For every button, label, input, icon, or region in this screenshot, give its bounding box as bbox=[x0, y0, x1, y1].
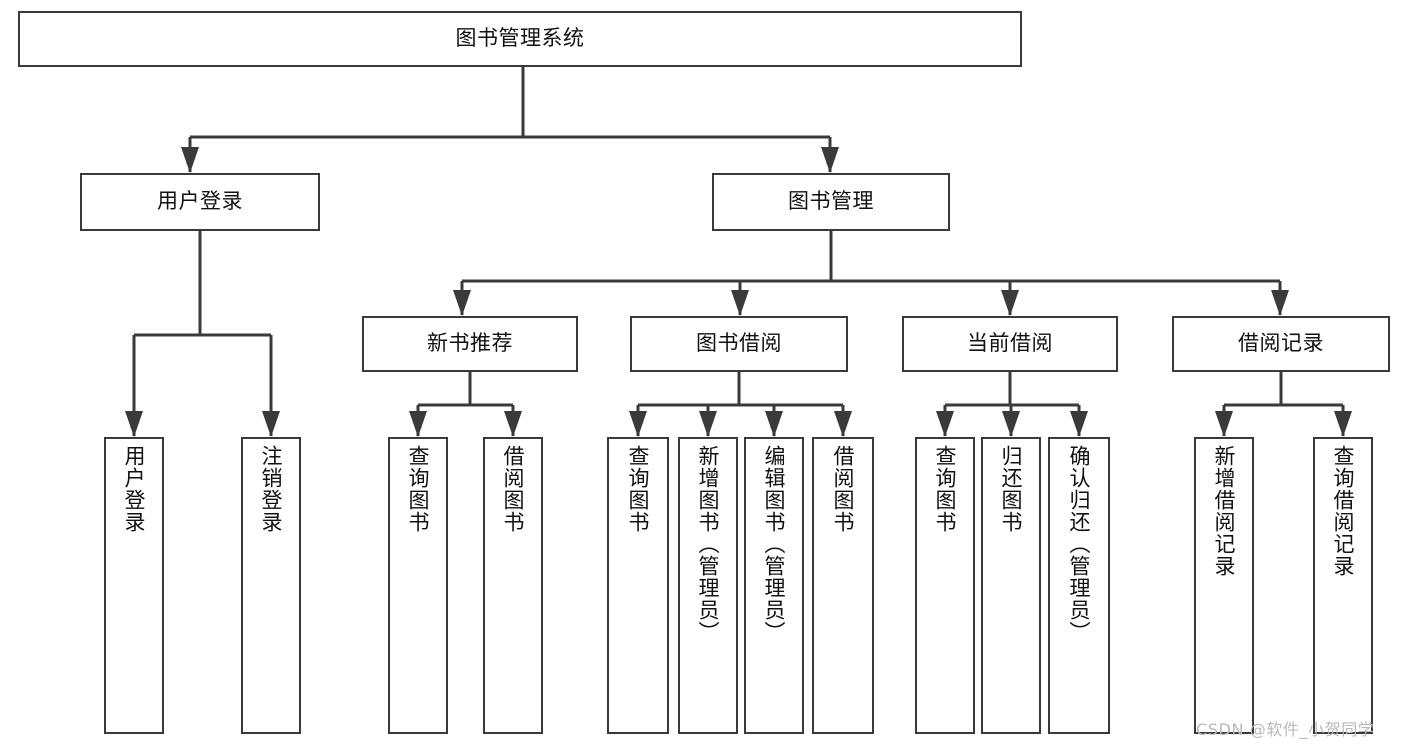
node-label: 查询借阅记录 bbox=[1331, 445, 1356, 577]
connector-arrowhead bbox=[936, 411, 954, 437]
connector-arrowhead bbox=[1070, 411, 1088, 437]
node-leaf-borrow-book-recommend[interactable]: 借阅图书 bbox=[483, 437, 543, 734]
connector-arrowhead bbox=[1002, 411, 1020, 437]
connector-arrowhead bbox=[504, 411, 522, 437]
connector-arrowhead bbox=[699, 411, 717, 437]
node-user-login[interactable]: 用户登录 bbox=[80, 173, 320, 231]
node-label: 查询图书 bbox=[406, 445, 431, 533]
node-label: 新增借阅记录 bbox=[1212, 445, 1237, 577]
node-label: 借阅图书 bbox=[831, 445, 856, 533]
connector-arrowhead bbox=[821, 147, 839, 173]
connector-arrowhead bbox=[1001, 290, 1019, 316]
node-label: 当前借阅 bbox=[967, 331, 1053, 356]
node-leaf-user-login[interactable]: 用户登录 bbox=[104, 437, 164, 734]
node-book-manage[interactable]: 图书管理 bbox=[712, 173, 950, 231]
connector-arrowhead bbox=[181, 147, 199, 173]
node-label: 新增图书（管理员） bbox=[696, 445, 721, 643]
node-new-book-recommend[interactable]: 新书推荐 bbox=[362, 316, 578, 372]
node-label: 确认归还（管理员） bbox=[1067, 445, 1092, 643]
node-leaf-query-book-recommend[interactable]: 查询图书 bbox=[388, 437, 448, 734]
node-leaf-confirm-return-admin[interactable]: 确认归还（管理员） bbox=[1048, 437, 1110, 734]
node-label: 用户登录 bbox=[157, 189, 243, 214]
node-leaf-return-book[interactable]: 归还图书 bbox=[981, 437, 1041, 734]
node-label: 查询图书 bbox=[626, 445, 651, 533]
node-label: 用户登录 bbox=[122, 445, 147, 533]
connector-arrowhead bbox=[629, 411, 647, 437]
node-label: 借阅图书 bbox=[501, 445, 526, 533]
node-label: 图书管理系统 bbox=[455, 26, 585, 51]
connector-arrowhead bbox=[409, 411, 427, 437]
connector-arrowhead bbox=[731, 290, 749, 316]
node-leaf-borrow-book[interactable]: 借阅图书 bbox=[812, 437, 874, 734]
connector-arrowhead bbox=[1271, 290, 1289, 316]
csdn-watermark: CSDN @软件_小贺同学 bbox=[1196, 720, 1375, 739]
node-label: 注销登录 bbox=[259, 445, 284, 533]
node-root[interactable]: 图书管理系统 bbox=[18, 11, 1022, 67]
node-leaf-query-book-borrow[interactable]: 查询图书 bbox=[607, 437, 669, 734]
node-borrow-record[interactable]: 借阅记录 bbox=[1172, 316, 1390, 372]
connector-arrowhead bbox=[1215, 411, 1233, 437]
connector-arrowhead bbox=[262, 411, 280, 437]
node-leaf-query-borrow-record[interactable]: 查询借阅记录 bbox=[1313, 437, 1373, 734]
node-label: 编辑图书（管理员） bbox=[762, 445, 787, 643]
node-label: 图书借阅 bbox=[696, 331, 782, 356]
connector-arrowhead bbox=[834, 411, 852, 437]
connector-arrowhead bbox=[765, 411, 783, 437]
node-leaf-query-book-current[interactable]: 查询图书 bbox=[915, 437, 975, 734]
node-label: 查询图书 bbox=[933, 445, 958, 533]
node-book-borrow[interactable]: 图书借阅 bbox=[630, 316, 848, 372]
node-leaf-add-borrow-record[interactable]: 新增借阅记录 bbox=[1194, 437, 1254, 734]
connector-arrowhead bbox=[125, 411, 143, 437]
connector-arrowhead bbox=[1334, 411, 1352, 437]
node-leaf-add-book-admin[interactable]: 新增图书（管理员） bbox=[678, 437, 738, 734]
node-leaf-user-logout[interactable]: 注销登录 bbox=[241, 437, 301, 734]
node-label: 新书推荐 bbox=[427, 331, 513, 356]
node-label: 图书管理 bbox=[788, 189, 874, 214]
node-label: 归还图书 bbox=[999, 445, 1024, 533]
node-leaf-edit-book-admin[interactable]: 编辑图书（管理员） bbox=[744, 437, 804, 734]
connector-arrowhead bbox=[453, 290, 471, 316]
node-label: 借阅记录 bbox=[1238, 331, 1324, 356]
node-current-borrow[interactable]: 当前借阅 bbox=[902, 316, 1118, 372]
